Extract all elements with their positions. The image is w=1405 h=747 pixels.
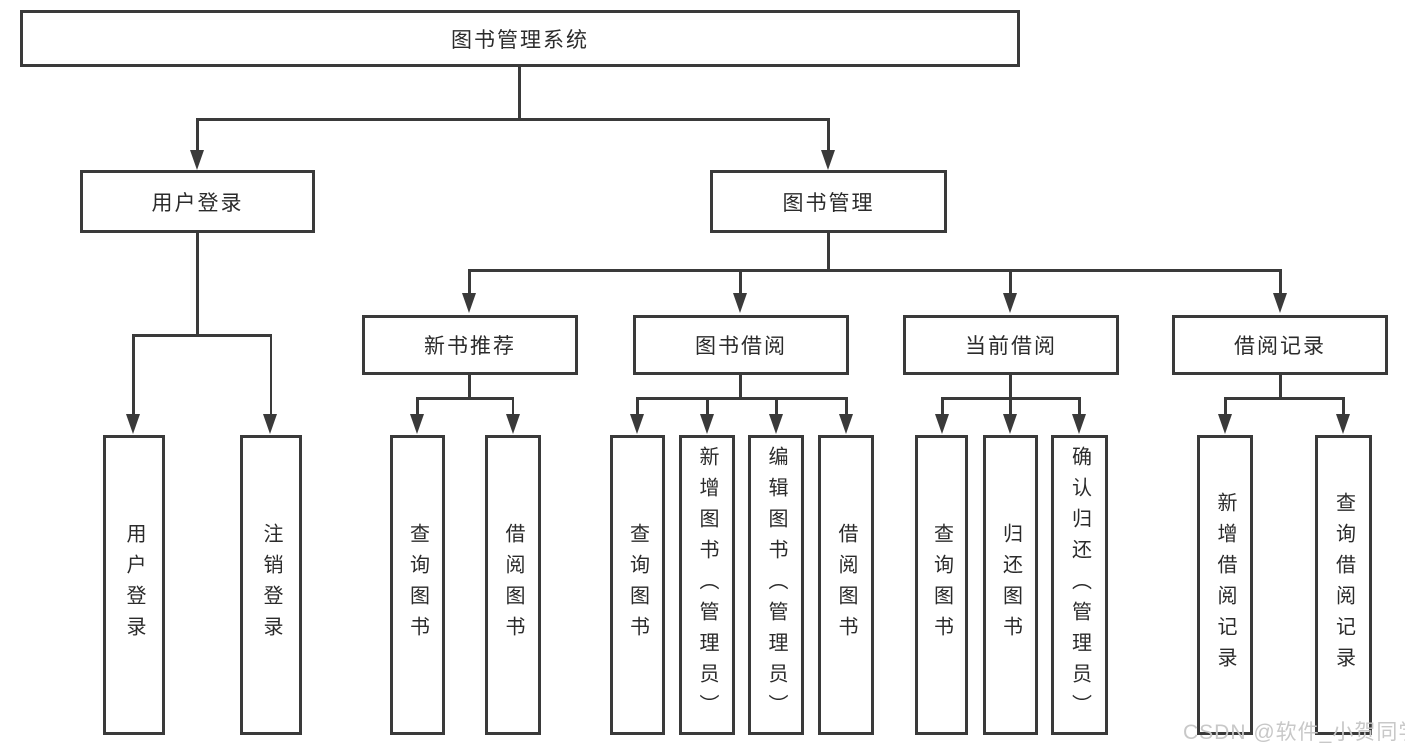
node-new-book-recommend-label: 新书推荐 xyxy=(424,335,516,358)
connector-root-drop-left xyxy=(196,118,199,152)
connector-root-bar xyxy=(196,118,830,121)
arrow-down-icon xyxy=(630,414,644,434)
connector-records-stem xyxy=(1279,375,1282,398)
leaf-borrowing-add: 新增图书（管理员） xyxy=(679,435,735,735)
leaf-records-add-label: 新增借阅记录 xyxy=(1214,492,1236,678)
leaf-borrowing-query-label: 查询图书 xyxy=(626,523,649,647)
connector-records-bar xyxy=(1224,397,1344,400)
arrow-down-icon xyxy=(1273,293,1287,313)
connector-userlogin-bar xyxy=(132,334,272,337)
leaf-borrowing-borrow-label: 借阅图书 xyxy=(835,523,857,647)
arrow-down-icon xyxy=(1003,293,1017,313)
node-user-login: 用户登录 xyxy=(80,170,315,233)
leaf-newbook-query-label: 查询图书 xyxy=(406,523,429,647)
arrow-down-icon xyxy=(410,414,424,434)
leaf-newbook-query: 查询图书 xyxy=(390,435,445,735)
connector-bookmgmt-drop-4 xyxy=(1279,269,1282,296)
connector-bookmgmt-drop-1 xyxy=(468,269,471,296)
leaf-borrowing-edit: 编辑图书（管理员） xyxy=(748,435,804,735)
arrow-down-icon xyxy=(126,414,140,434)
arrow-down-icon xyxy=(1003,414,1017,434)
connector-newbook-stem xyxy=(468,375,471,398)
leaf-current-return: 归还图书 xyxy=(983,435,1038,735)
arrow-down-icon xyxy=(190,150,204,170)
connector-borrowing-drop-4 xyxy=(845,397,848,416)
connector-userlogin-drop-2 xyxy=(269,334,272,416)
arrow-down-icon xyxy=(700,414,714,434)
leaf-current-confirm-label: 确认归还（管理员） xyxy=(1068,445,1091,725)
connector-current-drop-3 xyxy=(1078,397,1081,416)
connector-bookmgmt-drop-2 xyxy=(739,269,742,296)
leaf-user-login: 用户登录 xyxy=(103,435,165,735)
node-borrowing-records: 借阅记录 xyxy=(1172,315,1388,375)
leaf-records-query-label: 查询借阅记录 xyxy=(1332,492,1355,678)
arrow-down-icon xyxy=(821,150,835,170)
leaf-records-add: 新增借阅记录 xyxy=(1197,435,1253,735)
connector-root-drop-right xyxy=(827,118,830,152)
node-book-borrowing-label: 图书借阅 xyxy=(695,335,787,358)
connector-newbook-drop-1 xyxy=(416,397,419,416)
connector-root-stem xyxy=(518,67,521,120)
arrow-down-icon xyxy=(506,414,520,434)
leaf-current-confirm: 确认归还（管理员） xyxy=(1051,435,1108,735)
connector-bookmgmt-drop-3 xyxy=(1009,269,1012,296)
node-borrowing-records-label: 借阅记录 xyxy=(1234,335,1326,358)
node-book-management: 图书管理 xyxy=(710,170,947,233)
leaf-newbook-borrow-label: 借阅图书 xyxy=(502,523,524,647)
connector-current-stem xyxy=(1009,375,1012,398)
arrow-down-icon xyxy=(769,414,783,434)
connector-borrowing-bar xyxy=(636,397,847,400)
connector-current-drop-1 xyxy=(941,397,944,416)
connector-userlogin-drop-1 xyxy=(132,334,135,416)
node-current-borrowing-label: 当前借阅 xyxy=(965,335,1057,358)
leaf-user-login-label: 用户登录 xyxy=(123,523,145,647)
arrow-down-icon xyxy=(263,414,277,434)
node-current-borrowing: 当前借阅 xyxy=(903,315,1119,375)
leaf-borrowing-borrow: 借阅图书 xyxy=(818,435,874,735)
arrow-down-icon xyxy=(733,293,747,313)
connector-borrowing-drop-2 xyxy=(706,397,709,416)
node-book-borrowing: 图书借阅 xyxy=(633,315,849,375)
leaf-current-query-label: 查询图书 xyxy=(930,523,953,647)
connector-bookmgmt-stem xyxy=(827,233,830,271)
leaf-current-return-label: 归还图书 xyxy=(999,523,1022,647)
arrow-down-icon xyxy=(1072,414,1086,434)
node-root: 图书管理系统 xyxy=(20,10,1020,67)
leaf-borrowing-query: 查询图书 xyxy=(610,435,665,735)
node-book-management-label: 图书管理 xyxy=(782,191,875,215)
connector-newbook-drop-2 xyxy=(511,397,514,416)
node-user-login-label: 用户登录 xyxy=(151,191,244,215)
arrow-down-icon xyxy=(1218,414,1232,434)
connector-newbook-bar xyxy=(416,397,514,400)
node-new-book-recommend: 新书推荐 xyxy=(362,315,578,375)
leaf-records-query: 查询借阅记录 xyxy=(1315,435,1372,735)
connector-bookmgmt-bar xyxy=(468,269,1282,272)
arrow-down-icon xyxy=(462,293,476,313)
leaf-borrowing-edit-label: 编辑图书（管理员） xyxy=(765,445,787,725)
node-root-label: 图书管理系统 xyxy=(451,28,589,52)
connector-borrowing-drop-1 xyxy=(636,397,639,416)
connector-userlogin-stem xyxy=(196,233,199,335)
connector-records-drop-2 xyxy=(1342,397,1345,416)
arrow-down-icon xyxy=(839,414,853,434)
leaf-logout-label: 注销登录 xyxy=(260,523,282,647)
arrow-down-icon xyxy=(1336,414,1350,434)
leaf-current-query: 查询图书 xyxy=(915,435,968,735)
connector-current-drop-2 xyxy=(1009,397,1012,416)
arrow-down-icon xyxy=(935,414,949,434)
connector-borrowing-drop-3 xyxy=(775,397,778,416)
leaf-borrowing-add-label: 新增图书（管理员） xyxy=(696,445,718,725)
connector-records-drop-1 xyxy=(1224,397,1227,416)
connector-borrowing-stem xyxy=(739,375,742,398)
csdn-watermark: CSDN @软件_小贺同学 xyxy=(1183,721,1405,744)
leaf-newbook-borrow: 借阅图书 xyxy=(485,435,541,735)
leaf-logout: 注销登录 xyxy=(240,435,302,735)
